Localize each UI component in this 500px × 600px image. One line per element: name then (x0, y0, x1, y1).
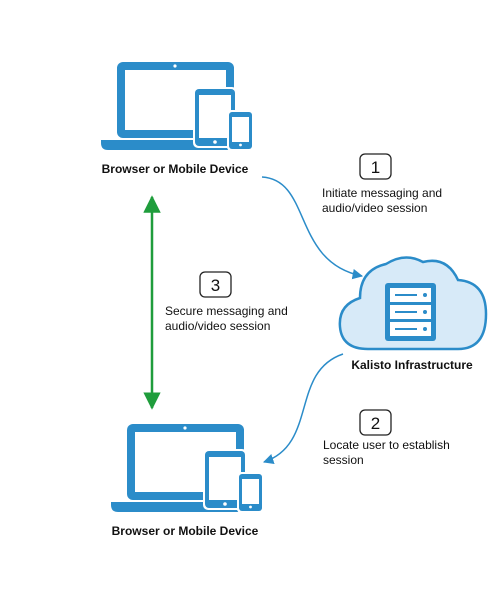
kalisto-infrastructure: Kalisto Infrastructure (338, 256, 488, 372)
step-1-badge (359, 153, 392, 180)
initiate-session-arrow (261, 176, 364, 280)
step-1-text-line-2: audio/video session (322, 201, 427, 215)
step-1: 1 Initiate messaging and audio/video ses… (322, 153, 442, 215)
step-2-text-line-2: session (323, 453, 364, 467)
step-2-text-line-1: Locate user to establish (323, 438, 450, 452)
step-3-text-line-1: Secure messaging and (165, 304, 288, 318)
cloud-server-icon (338, 256, 488, 351)
bottom-device: Browser or Mobile Device (111, 424, 264, 538)
infrastructure-label: Kalisto Infrastructure (351, 358, 473, 372)
step-2: 2 Locate user to establish session (323, 409, 450, 467)
laptop-tablet-phone-icon (101, 62, 254, 151)
step-3-number: 3 (211, 276, 220, 295)
top-device-label: Browser or Mobile Device (102, 162, 249, 176)
step-2-number: 2 (371, 414, 380, 433)
laptop-tablet-phone-icon (111, 424, 264, 513)
step-2-badge (359, 409, 392, 436)
bottom-device-label: Browser or Mobile Device (112, 524, 259, 538)
step-3-text-line-2: audio/video session (165, 319, 270, 333)
locate-user-arrow (263, 353, 344, 464)
step-1-number: 1 (371, 158, 380, 177)
step-3: 3 Secure messaging and audio/video sessi… (165, 271, 288, 333)
top-device: Browser or Mobile Device (101, 62, 254, 176)
step-1-text-line-1: Initiate messaging and (322, 186, 442, 200)
step-3-badge (199, 271, 232, 298)
